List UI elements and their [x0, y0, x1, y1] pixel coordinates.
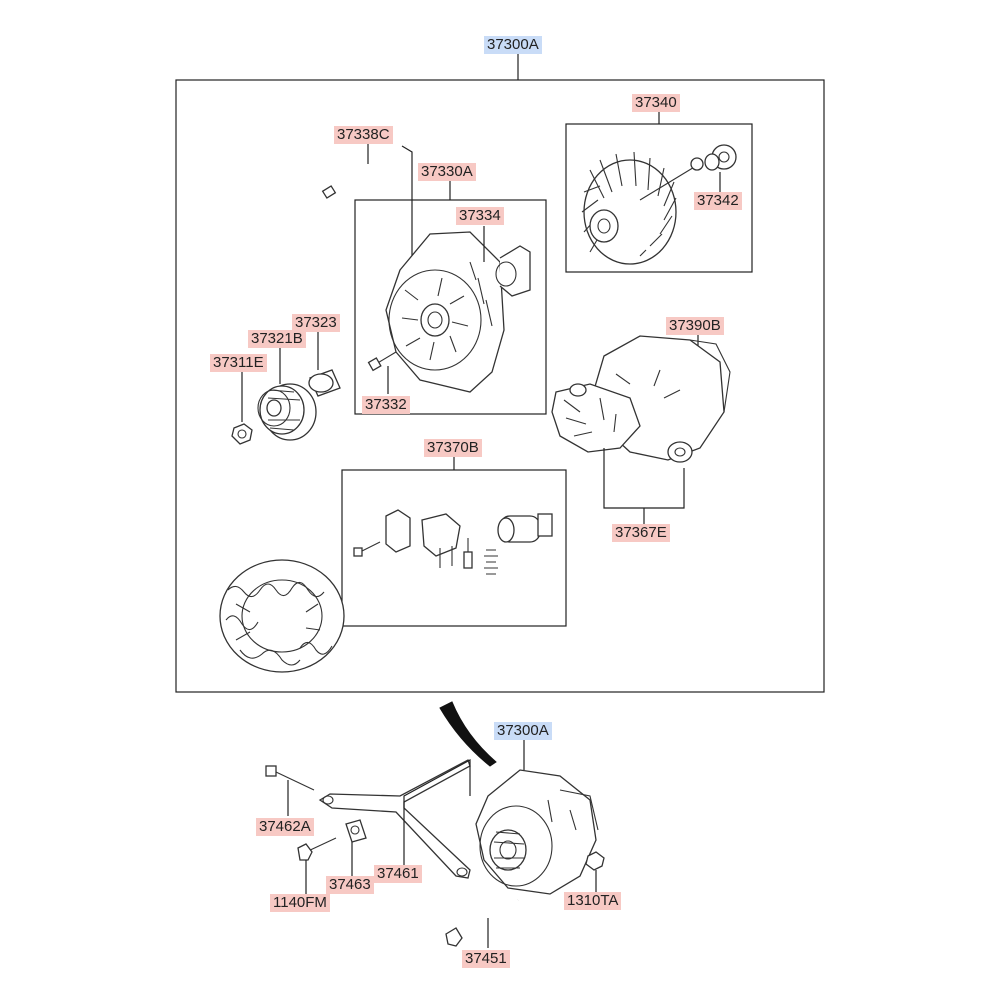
label-pulley[interactable]: 37321B: [248, 330, 306, 348]
rectifier-part: [551, 383, 641, 453]
pulley-spacer-part: [308, 369, 341, 397]
label-brush-holder[interactable]: 37370B: [424, 439, 482, 457]
label-front-bracket[interactable]: 37330A: [418, 163, 476, 181]
bolt-a-part: [265, 765, 315, 791]
label-rotor[interactable]: 37340: [632, 94, 680, 112]
leader-brace: [403, 758, 471, 868]
label-front-bearing[interactable]: 37334: [456, 207, 504, 225]
label-bolt-a[interactable]: 37462A: [256, 818, 314, 836]
brace-part: [318, 759, 471, 879]
label-bracket-screw[interactable]: 37332: [362, 396, 410, 414]
rotor-part: [581, 151, 704, 265]
label-rear-bracket[interactable]: 37390B: [666, 317, 724, 335]
label-long-bolt[interactable]: 37451: [462, 950, 510, 968]
leader-bolt-bracket: [401, 145, 413, 260]
pulley-nut-part: [231, 423, 253, 445]
brush-holder-part: [353, 509, 553, 575]
stator-part: [219, 559, 345, 673]
pulley-part: [257, 383, 317, 441]
long-bolt-part: [445, 898, 519, 947]
assembly-arrow: [439, 701, 497, 767]
bearing-part: [704, 144, 737, 171]
label-pulley-spacer[interactable]: 37323: [292, 314, 340, 332]
label-through-bolt[interactable]: 37338C: [334, 126, 393, 144]
label-pulley-nut[interactable]: 37311E: [210, 354, 267, 372]
label-nut[interactable]: 1310TA: [564, 892, 622, 910]
flange-bolt-part: [297, 837, 337, 861]
bushing-part: [345, 819, 367, 843]
label-assembly-bottom[interactable]: 37300A: [494, 722, 552, 740]
label-brace[interactable]: 37461: [374, 865, 422, 883]
alternator-assembly-part: [475, 769, 599, 895]
label-bearing[interactable]: 37342: [694, 192, 742, 210]
assembly-frame: [175, 79, 825, 693]
through-bolt-part: [321, 145, 407, 199]
nut-part: [585, 851, 605, 871]
bracket-screw-part: [367, 351, 397, 372]
front-bracket-part: [385, 231, 531, 393]
label-rectifier[interactable]: 37367E: [612, 524, 670, 542]
label-flange-bolt[interactable]: 1140FM: [270, 894, 330, 912]
label-bushing[interactable]: 37463: [326, 876, 374, 894]
label-top-assembly[interactable]: 37300A: [484, 36, 542, 54]
